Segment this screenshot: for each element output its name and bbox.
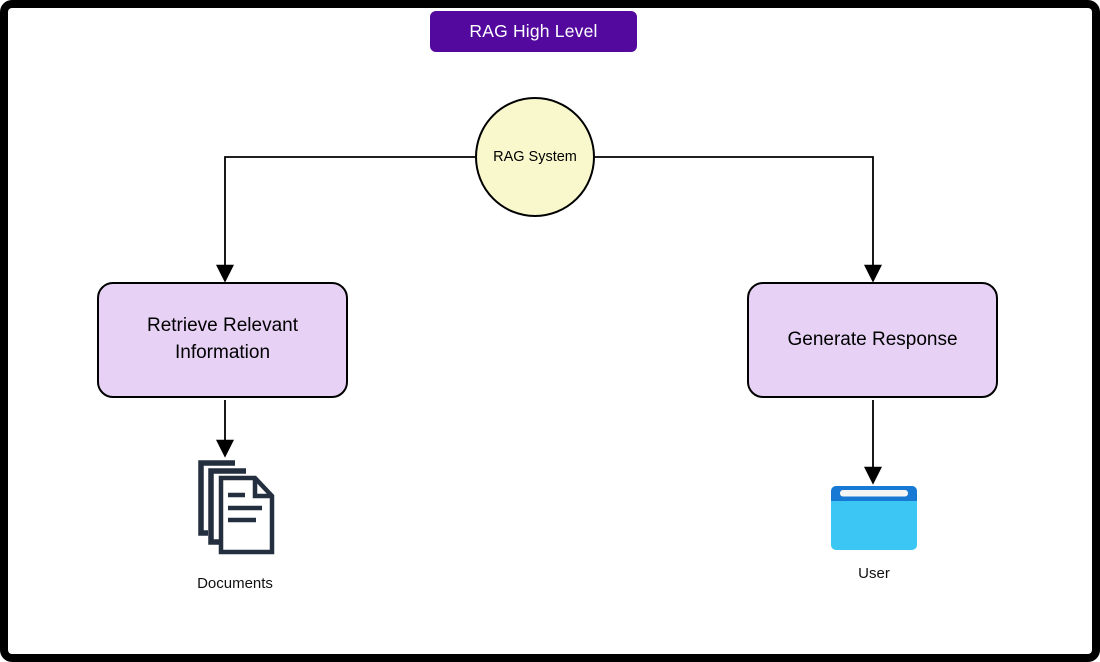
- browser-window-icon: [831, 486, 917, 550]
- node-retrieve-relevant-information: Retrieve Relevant Information: [97, 282, 348, 398]
- diagram-title-badge: RAG High Level: [430, 11, 637, 52]
- documents-label: Documents: [197, 575, 273, 592]
- node-user: User: [809, 486, 939, 582]
- node-generate-label: Generate Response: [787, 328, 958, 350]
- documents-icon: [198, 460, 275, 555]
- user-label: User: [858, 565, 890, 582]
- node-documents: Documents: [160, 458, 310, 592]
- node-generate-response: Generate Response: [747, 282, 998, 398]
- edge-ragsystem-to-generate: [595, 156, 882, 283]
- diagram-canvas: RAG High Level RAG System Retrieve Relev…: [8, 8, 1092, 654]
- node-retrieve-label: Retrieve Relevant Information: [146, 315, 299, 363]
- edge-ragsystem-to-retrieve: [216, 156, 475, 283]
- node-rag-system-label: RAG System: [493, 149, 577, 165]
- node-rag-system: RAG System: [475, 97, 595, 217]
